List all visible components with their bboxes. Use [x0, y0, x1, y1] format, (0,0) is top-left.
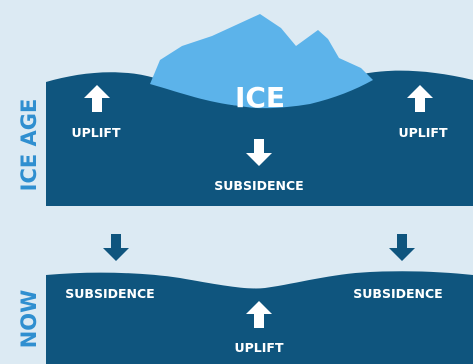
subsidence-label: SUBSIDENCE	[214, 178, 303, 193]
now-panel: SUBSIDENCE SUBSIDENCE UPLIFT	[46, 234, 473, 364]
ice-label: ICE	[235, 81, 285, 114]
now-subsidence-left-label: SUBSIDENCE	[65, 286, 154, 301]
ice-age-side-label: ICE AGE	[17, 99, 41, 192]
ice-age-crust	[46, 70, 473, 206]
ice-sheet	[150, 14, 373, 109]
ice-age-panel: ICE UPLIFT UPLIFT SUBSIDENCE	[46, 14, 473, 206]
now-subsidence-right-label: SUBSIDENCE	[353, 286, 442, 301]
now-right-down-arrow-icon	[389, 234, 415, 261]
now-uplift-label: UPLIFT	[235, 340, 284, 355]
uplift-right-arrow-icon	[407, 85, 433, 112]
uplift-right-label: UPLIFT	[399, 125, 448, 140]
uplift-left-label: UPLIFT	[72, 125, 121, 140]
now-uplift-arrow-icon	[246, 301, 272, 328]
subsidence-arrow-icon	[246, 139, 272, 166]
now-left-down-arrow-icon	[103, 234, 129, 261]
uplift-left-arrow-icon	[84, 85, 110, 112]
now-side-label: NOW	[17, 290, 41, 349]
